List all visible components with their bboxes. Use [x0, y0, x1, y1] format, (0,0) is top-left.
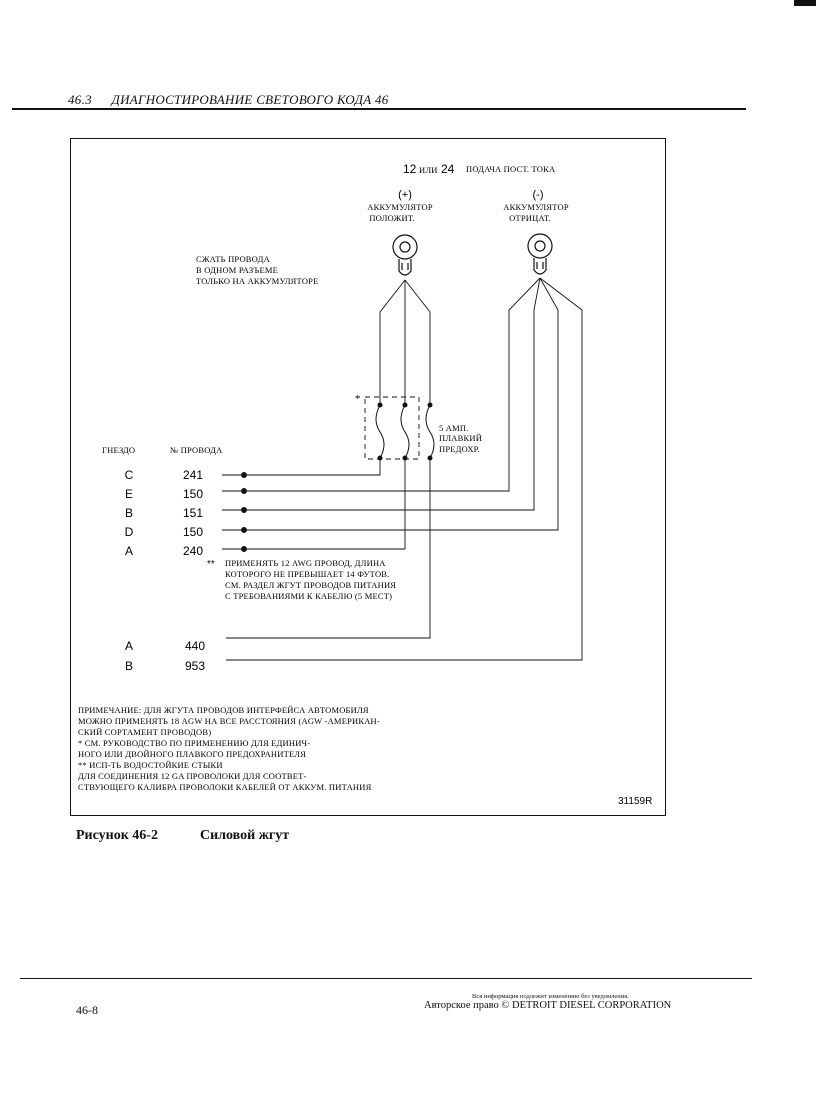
supply-or: ИЛИ: [419, 165, 438, 175]
crimp-note-1: СЖАТЬ ПРОВОДА: [196, 254, 271, 264]
awg-note-3: СМ. РАЗДЕЛ ЖГУТ ПРОВОДОВ ПИТАНИЯ: [225, 580, 396, 590]
crimp-note-2: В ОДНОМ РАЗЪЕМЕ: [196, 265, 278, 275]
socket-row-2: E: [125, 487, 133, 501]
fuse-label-3: ПРЕДОХР.: [439, 444, 480, 454]
figure-caption-label: Рисунок 46-2: [76, 828, 158, 843]
positive-sign: (+): [398, 189, 412, 201]
socket-row-3: B: [125, 506, 133, 520]
note-line-7: ДЛЯ СОЕДИНЕНИЯ 12 GA ПРОВОЛОКИ ДЛЯ СООТВ…: [78, 771, 307, 781]
note-line-4: * СМ. РУКОВОДСТВО ПО ПРИМЕНЕНИЮ ДЛЯ ЕДИН…: [78, 738, 310, 748]
fuse-label-1: 5 АМП.: [439, 423, 469, 433]
note-line-1: ПРИМЕЧАНИЕ: ДЛЯ ЖГУТА ПРОВОДОВ ИНТЕРФЕЙС…: [78, 705, 369, 715]
crimp-note-3: ТОЛЬКО НА АККУМУЛЯТОРЕ: [196, 276, 318, 286]
wire-row-5: 240: [183, 544, 203, 558]
splice-leads: [222, 472, 247, 552]
fused-wires: [226, 458, 431, 639]
socket-row-6: A: [125, 639, 133, 653]
footer-rule: [20, 978, 752, 979]
awg-note-2: КОТОРОГО НЕ ПРЕВЫШАЕТ 14 ФУТОВ.: [225, 569, 390, 579]
negative-label-1: АККУМУЛЯТОР: [503, 202, 569, 212]
figure-caption-title: Силовой жгут: [200, 828, 290, 843]
note-line-6: ** ИСП-ТЬ ВОДОСТОЙКИЕ СТЫКИ: [78, 760, 223, 770]
footer-notice: Вся информация подлежит изменению без ув…: [472, 993, 629, 1000]
negative-sign: (-): [533, 189, 544, 201]
socket-row-1: C: [125, 468, 134, 482]
page-header: 46.3 ДИАГНОСТИРОВАНИЕ СВЕТОВОГО КОДА 46: [68, 92, 389, 108]
socket-row-5: A: [125, 544, 133, 558]
fuse-star: *: [355, 393, 361, 405]
note-line-5: НОГО ИЛИ ДВОЙНОГО ПЛАВКОГО ПРЕДОХРАНИТЕЛ…: [78, 749, 306, 759]
column-socket: ГНЕЗДО: [102, 445, 135, 455]
header-rule: [12, 108, 746, 110]
awg-note-stars: **: [207, 559, 215, 570]
wire-row-3: 151: [183, 506, 203, 520]
column-wire-number: № ПРОВОДА: [170, 445, 223, 455]
socket-row-4: D: [125, 525, 134, 539]
wire-row-6: 440: [185, 639, 205, 653]
note-line-2: МОЖНО ПРИМЕНЯТЬ 18 AGW НА ВСЕ РАССТОЯНИЯ…: [78, 716, 380, 726]
negative-label-2: ОТРИЦАТ.: [509, 213, 551, 223]
scan-corner-mark: [794, 0, 816, 6]
wire-row-4: 150: [183, 525, 203, 539]
socket-row-7: B: [125, 659, 133, 673]
section-number: 46.3: [68, 92, 92, 107]
wire-row-7: 953: [185, 659, 205, 673]
footer-copyright: Авторское право © DETROIT DIESEL CORPORA…: [424, 1000, 672, 1011]
supply-24: 24: [441, 162, 455, 176]
supply-12: 12: [403, 162, 417, 176]
positive-label-1: АККУМУЛЯТОР: [367, 202, 433, 212]
negative-wires: [226, 277, 583, 661]
negative-ring-terminal-icon: [527, 233, 553, 275]
figure-code: 31159R: [618, 796, 652, 807]
awg-note-4: С ТРЕБОВАНИЯМИ К КАБЕЛЮ (5 МЕСТ): [225, 591, 392, 601]
fuse-box: [364, 396, 435, 461]
supply-label: ПОДАЧА ПОСТ. ТОКА: [466, 164, 556, 174]
wire-row-2: 150: [183, 487, 203, 501]
fuse-label-2: ПЛАВКИЙ: [439, 433, 482, 443]
section-title: ДИАГНОСТИРОВАНИЕ СВЕТОВОГО КОДА 46: [111, 92, 389, 107]
note-line-3: СКИЙ СОРТАМЕНТ ПРОВОДОВ): [78, 727, 211, 737]
page-number: 46-8: [76, 1003, 98, 1017]
awg-note-1: ПРИМЕНЯТЬ 12 AWG ПРОВОД, ДЛИНА: [225, 558, 386, 568]
note-line-8: СТВУЮЩЕГО КАЛИБРА ПРОВОЛОКИ КАБЕЛЕЙ ОТ А…: [78, 782, 372, 792]
positive-label-2: ПОЛОЖИТ.: [369, 213, 414, 223]
wire-row-1: 241: [183, 468, 203, 482]
positive-ring-terminal-icon: [392, 234, 418, 276]
positive-wires: [379, 279, 431, 405]
figure-frame: [70, 138, 666, 816]
